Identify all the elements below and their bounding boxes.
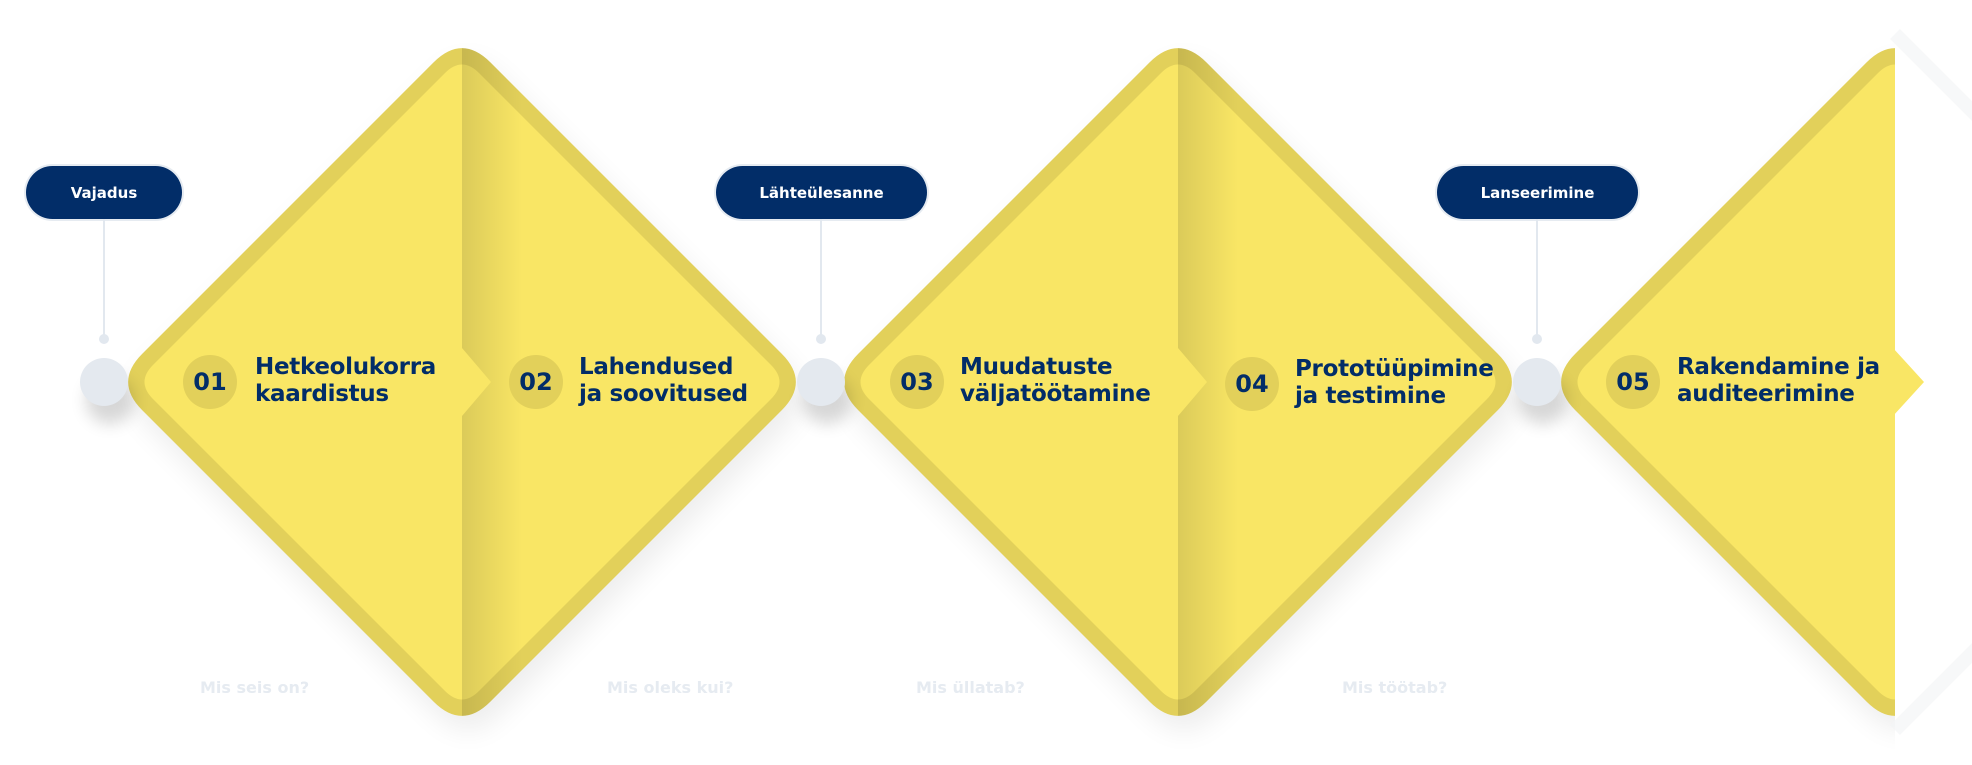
milestone-pill-lahteulesanne: Lähteülesanne [716,166,927,219]
diamond-shape [844,48,1518,730]
milestone-stem [820,219,822,339]
arrow-chevron-icon [1893,348,1924,416]
step-number-badge: 02 [509,355,563,409]
step-title: Muudatuste väljatöötamine [960,354,1151,408]
step-title-line: Muudatuste [960,354,1113,380]
milestone-stem-dot [816,334,826,344]
step-title-line: auditeerimine [1677,381,1855,407]
diamond-center-ridge [1178,48,1238,716]
step-number-badge: 03 [890,355,944,409]
diamond-fill [860,64,1496,700]
milestone-stem [1536,219,1538,339]
step-title-line: Prototüüpimine [1295,356,1494,382]
step-title-line: ja testimine [1295,383,1446,409]
step-title-line: kaardistus [255,381,389,407]
circle-node-icon [80,358,128,406]
step-title-line: Hetkeolukorra [255,354,436,380]
circle-node-icon [1513,358,1561,406]
step-title: Rakendamine ja auditeerimine [1677,354,1880,408]
milestone-stem-dot [99,334,109,344]
guiding-question: Mis seis on? [200,678,310,697]
milestone-pill-lanseerimine: Lanseerimine [1437,166,1638,219]
guiding-question: Mis üllatab? [916,678,1025,697]
milestone-stem-dot [1532,334,1542,344]
milestone-stem [103,219,105,339]
step-number-badge: 04 [1225,357,1279,411]
guiding-question: Mis oleks kui? [607,678,734,697]
step-title: Hetkeolukorra kaardistus [255,354,436,408]
step-title: Prototüüpimine ja testimine [1295,356,1494,410]
step-title: Lahendused ja soovitused [579,354,748,408]
step-title-line: ja soovitused [579,381,748,407]
diamond-fill [144,64,780,700]
milestone-pill-vajadus: Vajadus [26,166,182,219]
step-title-line: Lahendused [579,354,734,380]
diamond-shape [1561,48,1895,730]
diamond-center-ridge [462,48,522,716]
guiding-question: Mis töötab? [1342,678,1448,697]
circle-node-icon [797,358,845,406]
diamond-fill [1577,64,1895,700]
step-number-badge: 01 [183,355,237,409]
step-title-line: Rakendamine ja [1677,354,1880,380]
step-title-line: väljatöötamine [960,381,1151,407]
diamond-shape [128,48,802,730]
step-number-badge: 05 [1606,355,1660,409]
